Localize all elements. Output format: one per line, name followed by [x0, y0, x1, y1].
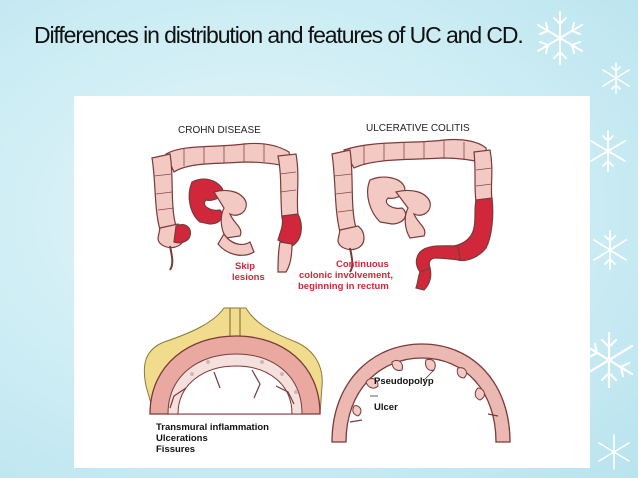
snowflake-icon [602, 62, 630, 94]
continuous-label-line2: colonic involvement, [299, 270, 393, 281]
skip-lesions-label-line2: lesions [232, 272, 265, 283]
continuous-label-line3: beginning in rectum [298, 281, 389, 292]
crohn-features-line1: Transmural inflammation [156, 422, 269, 433]
pseudopolyp-label: Pseudopolyp [374, 376, 434, 387]
crohn-disease-label: CROHN DISEASE [178, 125, 261, 136]
snowflake-icon [598, 434, 630, 470]
snowflake-icon [593, 230, 627, 270]
crohn-features-line2: Ulcerations [156, 433, 208, 444]
crohn-colon-illustration [151, 142, 302, 273]
uc-cross-section [331, 343, 511, 443]
snowflake-icon [584, 331, 634, 389]
slide-title: Differences in distribution and features… [34, 22, 524, 48]
continuous-label-line1: Continuous [336, 259, 389, 270]
skip-lesions-label-line1: Skip [235, 261, 255, 272]
ulcer-label: Ulcer [374, 402, 398, 413]
crohn-features-line3: Fissures [156, 444, 195, 455]
uc-colon-illustration [331, 138, 494, 291]
crohn-cross-section [143, 307, 323, 415]
snowflake-icon [537, 11, 583, 65]
ulcerative-colitis-label: ULCERATIVE COLITIS [366, 123, 470, 134]
diagram-figure: CROHN DISEASE Skip lesions ULCERATIVE CO… [74, 96, 590, 468]
snowflake-icon [590, 130, 626, 172]
